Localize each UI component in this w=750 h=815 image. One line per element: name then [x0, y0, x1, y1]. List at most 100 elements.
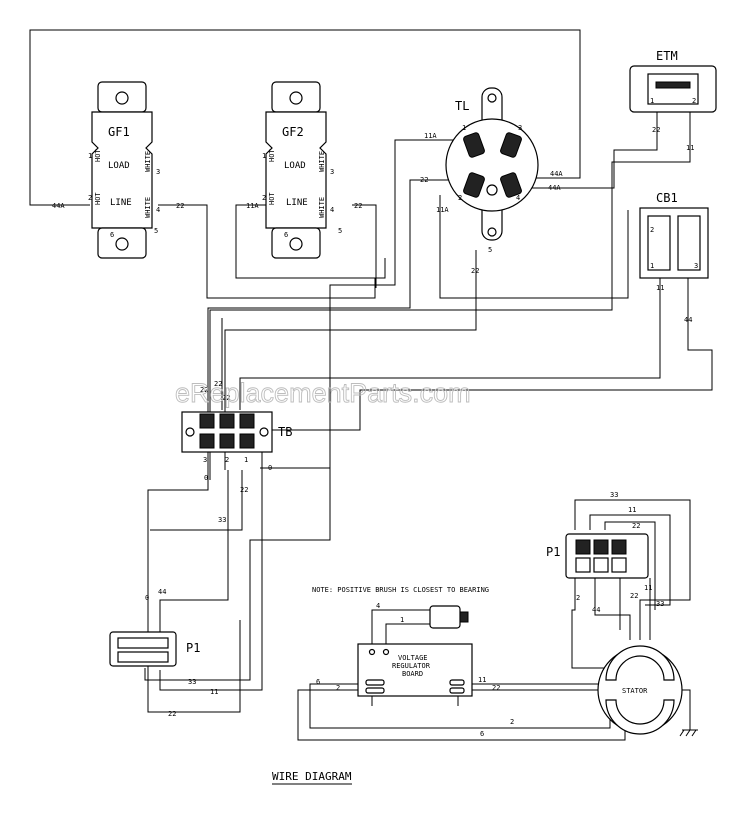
gf1-white-load: WHITE: [144, 151, 152, 172]
tl-t2: 2: [458, 194, 462, 202]
gf2-line-label: LINE: [286, 198, 308, 208]
tl-bottom-hole: [487, 227, 497, 237]
ground-tick-1: [679, 729, 685, 737]
gf1-t5: 5: [154, 227, 158, 235]
label-1-brush: 1: [400, 616, 404, 624]
wire-22-tl5: [224, 250, 477, 470]
wire-labels: 44A 22 11A 22 11A 22 11A 44A 44A 22 22 1…: [52, 126, 694, 738]
label-6-vrb: 6: [316, 678, 320, 686]
label-22-tb-b: 22: [214, 380, 222, 388]
label-4-brush: 4: [376, 602, 380, 610]
gf2-t2: 2: [262, 194, 266, 202]
wire-11-cb: [239, 278, 661, 410]
label-44-p1: 44: [158, 588, 166, 596]
etm-label: ETM: [656, 49, 678, 63]
cb1-label: CB1: [656, 191, 678, 205]
tb-t3: 3: [203, 456, 207, 464]
tb-screw-1a: [199, 413, 215, 429]
label-22-vrb: 22: [492, 684, 500, 692]
tb-t1: 1: [244, 456, 248, 464]
tl-t4: 4: [516, 194, 520, 202]
wire-44a-loop: [29, 29, 581, 206]
wire-44-right: [594, 578, 631, 640]
gf2-t5: 5: [338, 227, 342, 235]
vrb-terminal-1: [365, 679, 385, 686]
vrb-text-2: REGULATOR: [392, 662, 431, 670]
tb-mount-left: [185, 427, 195, 437]
label-22-right: 22: [632, 522, 640, 530]
vrb-terminal-4: [449, 687, 465, 694]
label-33b-right: 33: [656, 600, 664, 608]
gf2-body: [265, 111, 327, 229]
wire-11-right: [589, 514, 671, 606]
cb1-pole-right: [677, 215, 701, 271]
label-22-tb-c: 22: [222, 394, 230, 402]
vrb-terminal-2: [365, 687, 385, 694]
gf2-hot-line: HOT: [268, 192, 276, 205]
tl-t5: 5: [488, 246, 492, 254]
gf1-load-label: LOAD: [108, 161, 130, 171]
stator-label: STATOR: [622, 687, 648, 695]
gf1-hot-load: HOT: [94, 149, 102, 162]
terminal-block-tb: TB 3 2 1: [181, 411, 292, 464]
tl-slot-1: [463, 132, 485, 158]
vrb-brush-post-1: [382, 648, 390, 656]
wire-11a-tl: [260, 139, 458, 469]
wire-11-etm: [209, 110, 691, 480]
wire-33-right: [574, 499, 691, 640]
gf2-white-load: WHITE: [318, 151, 326, 172]
circuit-breaker-cb1: CB1 1 2 3: [639, 191, 709, 279]
tb-screw-3a: [239, 413, 255, 429]
tl-t3: 3: [518, 124, 522, 132]
wire-22-gf1: [158, 204, 376, 299]
wire-22-right: [604, 521, 656, 610]
tl-label: TL: [455, 99, 469, 113]
label-22-gf1: 22: [176, 202, 184, 210]
wire-4-brush: [371, 609, 430, 648]
gfci-receptacle-gf1: GF1 LOAD LINE HOT HOT WHITE WHITE 1 2 3 …: [88, 81, 160, 259]
wire-22-tl: [207, 179, 458, 470]
label-11a-tl: 11A: [424, 132, 437, 140]
tl-ground-pin: [486, 184, 498, 196]
wire-33-b: [144, 468, 331, 681]
p1-right-pin-6: [611, 557, 627, 573]
p1-left-label: P1: [186, 641, 200, 655]
label-11a-gf2: 11A: [246, 202, 259, 210]
etm-t1: 1: [650, 97, 654, 105]
label-2-right: 2: [576, 594, 580, 602]
vrb-text-3: BOARD: [402, 670, 423, 678]
p1-right-pin-1: [575, 539, 591, 555]
gf1-bottom-screw-icon: [115, 237, 129, 251]
gf2-t3: 3: [330, 168, 334, 176]
gf1-white-line: WHITE: [144, 197, 152, 218]
gf1-t3: 3: [156, 168, 160, 176]
etm-display: [647, 73, 699, 105]
label-0-p1: 0: [145, 594, 149, 602]
p1-left-row-bottom: [117, 651, 169, 663]
gf1-t6: 6: [110, 231, 114, 239]
wire-1-brush: [385, 623, 430, 648]
wire-11a-cb: [439, 195, 629, 299]
p1-right-pin-2: [593, 539, 609, 555]
diagram-title: WIRE DIAGRAM: [272, 770, 352, 783]
label-22-tl5: 22: [471, 267, 479, 275]
gf1-hot-line: HOT: [94, 192, 102, 205]
gf2-white-line: WHITE: [318, 197, 326, 218]
gf2-top-screw-icon: [289, 91, 303, 105]
p1-right-pin-3: [611, 539, 627, 555]
voltage-regulator-board: VOLTAGE REGULATOR BOARD: [357, 643, 473, 706]
gf1-top-screw-icon: [115, 91, 129, 105]
cb1-t1: 1: [650, 262, 654, 270]
label-33-left: 33: [218, 516, 226, 524]
etm-t2: 2: [692, 97, 696, 105]
vrb-text-1: VOLTAGE: [398, 654, 428, 662]
label-0-tb: 0: [268, 464, 272, 472]
label-22-tb-a: 22: [200, 386, 208, 394]
tb-screw-2b: [219, 433, 235, 449]
cb1-t3: 3: [694, 262, 698, 270]
ground-tick-3: [691, 729, 697, 737]
connector-p1-right: P1: [546, 533, 649, 579]
label-11-p1: 11: [210, 688, 218, 696]
